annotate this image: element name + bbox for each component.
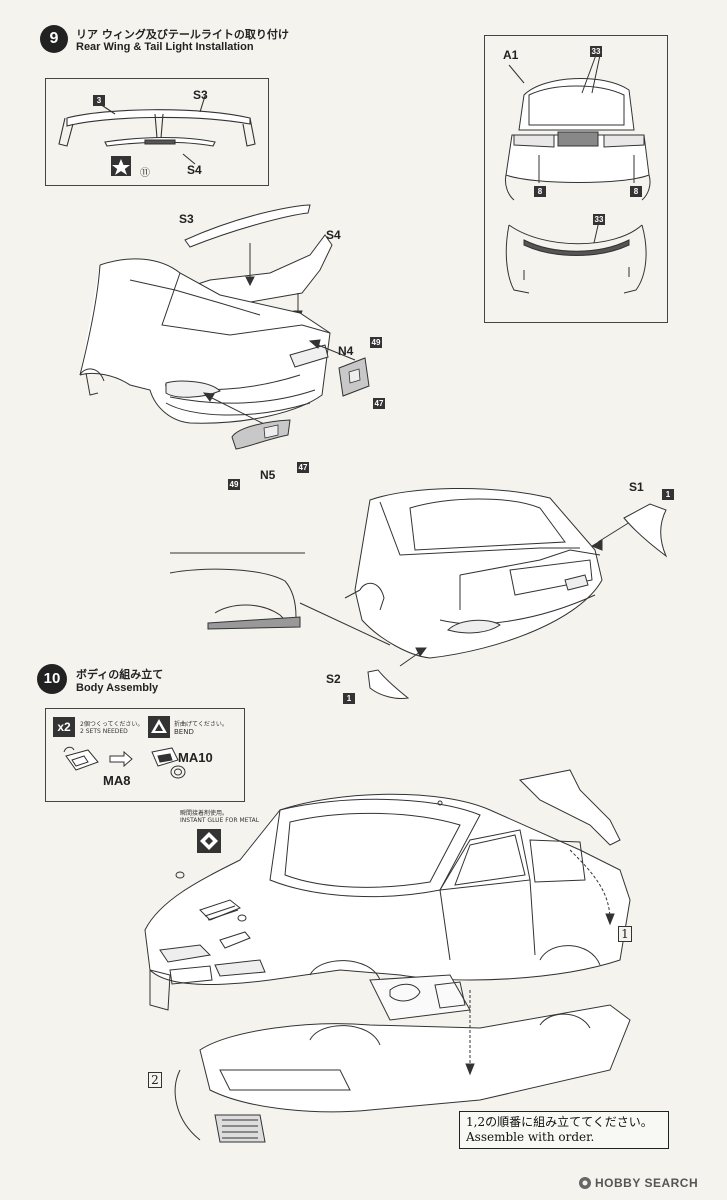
part-s4-label-inset: S4 — [187, 163, 202, 177]
instant-glue-icon — [197, 829, 221, 853]
part-47-label-n4: 47 — [373, 398, 385, 409]
step-9-car-rear-illustration — [70, 185, 410, 485]
bend-en: BEND — [174, 728, 194, 736]
part-47-label-n5: 47 — [297, 462, 309, 473]
assembly-order-2-marker: 2 — [148, 1072, 162, 1088]
ma8-ma10-illustration — [58, 742, 198, 792]
part-8-label-right: 8 — [630, 186, 642, 197]
side-skirt-detail-illustration — [160, 545, 390, 655]
part-11-label: ⑪ — [140, 168, 150, 179]
rear-view-car-illustration — [484, 35, 666, 321]
part-n5-label: N5 — [260, 468, 276, 482]
part-s4-label: S4 — [326, 228, 341, 242]
part-8-label-left: 8 — [534, 186, 546, 197]
part-49-label-n4: 49 — [370, 337, 382, 348]
two-sets-jp: 2個つくってください。 — [80, 721, 144, 728]
part-n4-illustration — [335, 350, 375, 400]
part-33-label-top: 33 — [590, 46, 602, 57]
step-10-number: 10 — [37, 664, 67, 694]
step-9-car-side-illustration — [340, 480, 610, 670]
part-ma8-label: MA8 — [103, 773, 131, 788]
part-s3-label-inset: S3 — [193, 88, 208, 102]
part-49-label-n5: 49 — [228, 479, 240, 490]
part-s1-label: S1 — [629, 480, 644, 494]
body-assembly-illustration — [140, 770, 640, 1160]
assemble-order-note: 1,2の順番に組み立ててください。 Assemble with order. — [459, 1111, 669, 1149]
step-9-title-en: Rear Wing & Tail Light Installation — [76, 41, 254, 53]
hobby-search-watermark: HOBBY SEARCH — [595, 1176, 699, 1190]
part-33-label-bottom: 33 — [593, 214, 605, 225]
glue-en: INSTANT GLUE FOR METAL — [180, 817, 260, 824]
order-note-en: Assemble with order. — [466, 1130, 595, 1144]
sub-assembly-box — [45, 708, 245, 802]
step-9-title-jp: リア ウィング及びテールライトの取り付け — [76, 28, 289, 41]
hobby-search-logo-icon — [579, 1177, 591, 1189]
rear-view-inset-box — [484, 35, 668, 323]
part-s1-illustration — [620, 500, 670, 560]
part-ma10-label: MA10 — [178, 750, 213, 765]
bend-icon — [148, 716, 170, 738]
step-10-title-en: Body Assembly — [76, 682, 159, 694]
step-9-number: 9 — [40, 25, 68, 53]
glue-jp: 瞬間接着剤使用。 — [180, 810, 229, 817]
step-10-title-jp: ボディの組み立て — [76, 668, 164, 681]
part-n4-label: N4 — [338, 344, 354, 358]
rear-wing-part-illustration — [45, 78, 267, 176]
part-s2-illustration — [362, 666, 412, 706]
order-note-jp: 1,2の順番に組み立ててください。 — [466, 1115, 653, 1129]
part-3-label: 3 — [93, 95, 105, 106]
part-a1-label: A1 — [503, 48, 519, 62]
bend-jp: 折曲げてください。 — [174, 721, 228, 728]
part-1-label-s2: 1 — [343, 693, 355, 704]
assembly-order-1-marker: 1 — [618, 926, 632, 942]
rear-wing-inset-box — [45, 78, 269, 186]
part-n5-illustration — [228, 415, 298, 460]
two-sets-en: 2 SETS NEEDED — [80, 728, 128, 735]
x2-badge: x2 — [53, 717, 75, 737]
part-s3-label: S3 — [179, 212, 194, 226]
part-s2-label: S2 — [326, 672, 341, 686]
part-1-label-s1: 1 — [662, 489, 674, 500]
